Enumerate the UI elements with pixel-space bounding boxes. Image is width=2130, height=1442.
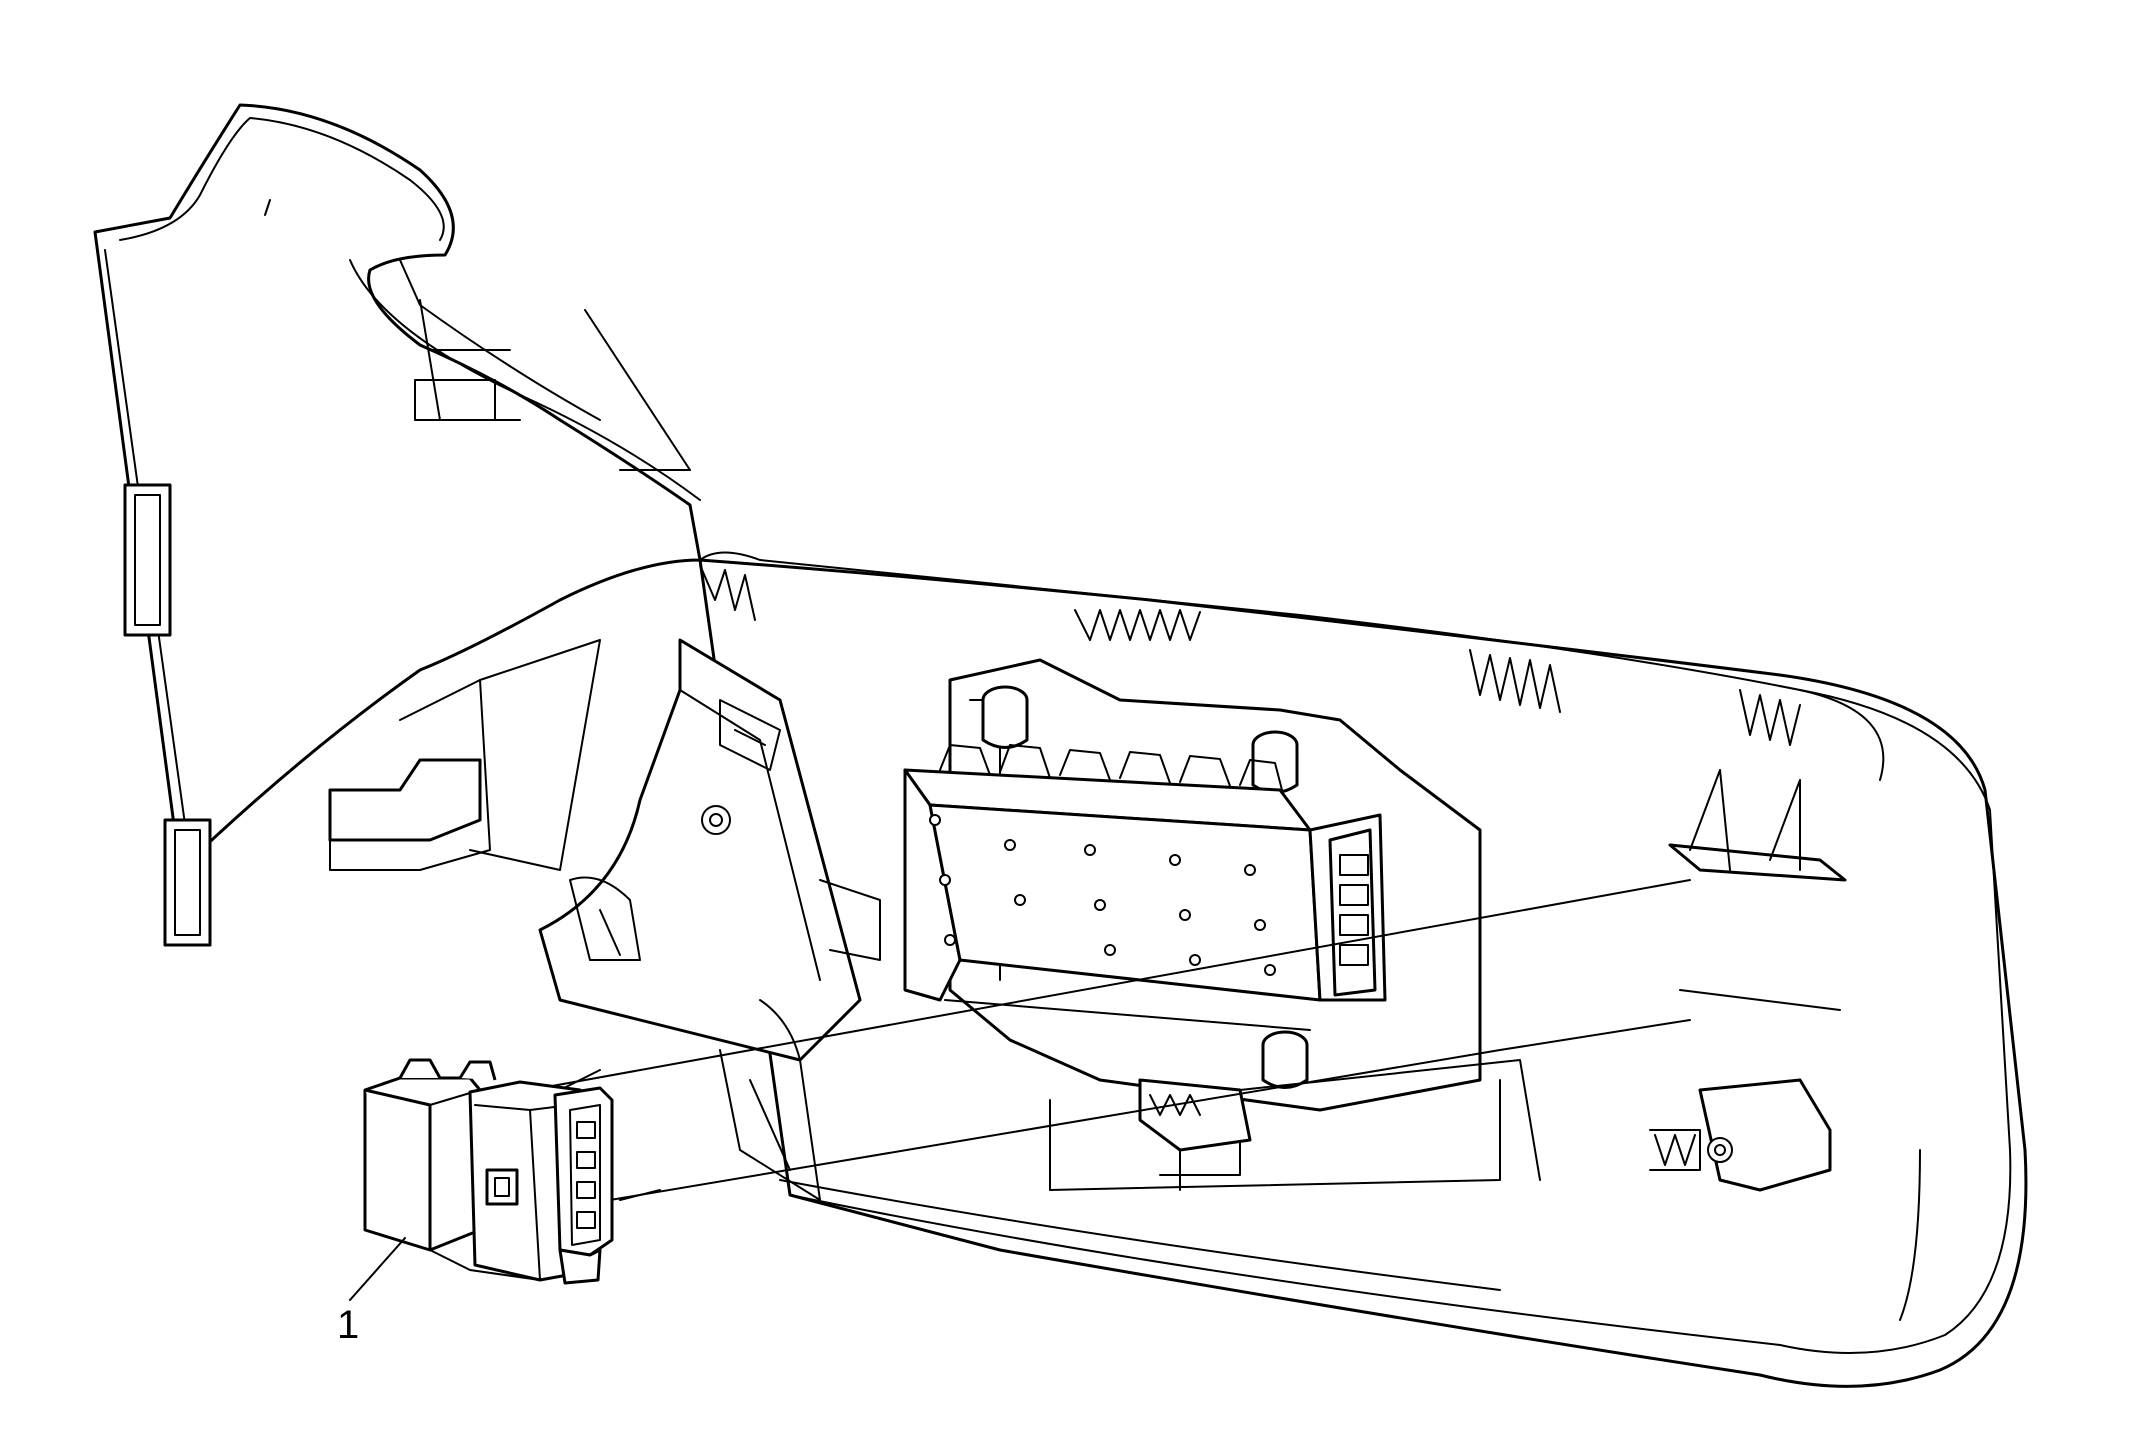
right-latch-clips bbox=[1649, 769, 1847, 1192]
callout-1-label: 1 bbox=[337, 1303, 359, 1347]
control-module bbox=[903, 744, 1387, 1031]
mounting-bracket bbox=[538, 638, 881, 1201]
alignment-lines bbox=[529, 879, 1691, 1201]
callout-1: 1 bbox=[337, 1237, 406, 1347]
callout-1-leader-line bbox=[349, 1237, 406, 1301]
electrical-connector bbox=[363, 1058, 614, 1285]
